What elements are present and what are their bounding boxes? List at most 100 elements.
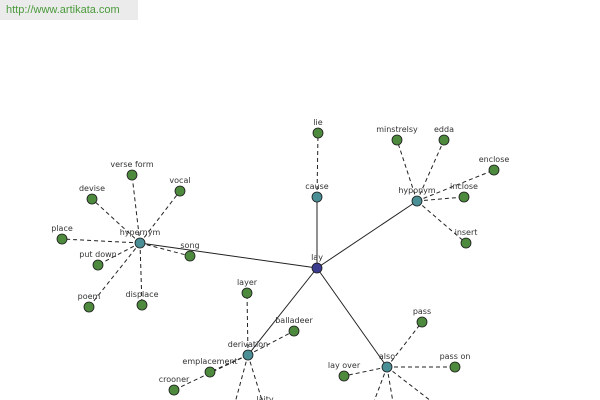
node-layer-label: layer [237,278,258,287]
node-verse-form-dot[interactable] [126,169,138,181]
edge-lay-to-derivation [247,267,318,356]
node-lay-label: lay [311,253,323,262]
node-devise-dot[interactable] [86,193,98,205]
node-poem[interactable]: poem [78,292,101,313]
node-cause-label: cause [305,182,329,191]
node-derivation[interactable]: derivation [228,340,268,361]
node-minstrelsy[interactable]: minstrelsy [376,125,418,146]
edge-hypernym-to-place [61,238,141,244]
node-laity[interactable]: laity [256,395,273,400]
node-also-dot[interactable] [381,361,393,373]
node-vocal[interactable]: vocal [169,176,191,197]
node-insert[interactable]: insert [455,228,478,249]
edge-derivation-to-deriv-offscreen [235,354,249,400]
node-pass-dot[interactable] [416,316,428,328]
node-lay-over-dot[interactable] [338,370,350,382]
node-place[interactable]: place [51,224,73,245]
edge-derivation-to-layer [246,292,249,356]
node-insert-dot[interactable] [460,237,472,249]
node-lay-dot[interactable] [311,262,323,274]
node-enclose-dot[interactable] [488,164,500,176]
edge-lay-to-hypernym [139,242,318,269]
source-url-link[interactable]: http://www.artikata.com [6,4,120,16]
node-lie[interactable]: lie [312,118,324,139]
node-layer: lay cause hyponym hypernym derivation also lie… [51,118,509,400]
node-hyponym-label: hyponym [398,186,436,195]
node-layer[interactable]: layer [237,278,258,299]
node-hyponym-dot[interactable] [411,195,423,207]
node-hypernym-dot[interactable] [134,237,146,249]
node-vocal-dot[interactable] [174,185,186,197]
node-displace-label: displace [126,290,159,299]
node-minstrelsy-dot[interactable] [391,134,403,146]
node-inclose[interactable]: inclose [450,182,478,203]
edge-hyponym-to-insert [416,200,467,244]
edge-also-to-also-offscreen-3 [386,366,431,400]
node-edda[interactable]: edda [434,125,454,146]
node-hyponym[interactable]: hyponym [398,186,436,207]
node-verse-form[interactable]: verse form [110,160,154,181]
node-devise-label: devise [79,184,105,193]
node-also[interactable]: also [379,352,395,373]
edge-derivation-to-laity [247,354,263,400]
node-cause[interactable]: cause [305,182,329,203]
edge-hypernym-to-verse-form [131,174,141,244]
url-banner: http://www.artikata.com [0,0,138,20]
edge-also-to-lay-over [343,366,388,377]
edge-hypernym-to-song [139,242,191,257]
node-put-down[interactable]: put down [79,250,117,271]
node-put-down-dot[interactable] [92,259,104,271]
node-vocal-label: vocal [169,176,190,185]
node-verse-form-label: verse form [110,160,153,169]
node-pass-label: pass [413,307,431,316]
node-displace[interactable]: displace [126,290,159,311]
node-song[interactable]: song [180,241,200,262]
node-laity-label: laity [256,395,273,400]
node-lay-over-label: lay over [328,361,361,370]
node-displace-dot[interactable] [136,299,148,311]
node-pass-on-dot[interactable] [449,361,461,373]
edge-hyponym-to-minstrelsy [396,139,418,202]
edge-also-to-also-offscreen-1 [373,366,388,400]
node-lay-over[interactable]: lay over [328,361,361,382]
edge-derivation-to-balladeer [247,330,295,356]
node-edda-dot[interactable] [438,134,450,146]
node-song-dot[interactable] [184,250,196,262]
node-minstrelsy-label: minstrelsy [376,125,418,134]
node-balladeer-label: balladeer [275,316,313,325]
node-lie-dot[interactable] [312,127,324,139]
node-pass[interactable]: pass [413,307,431,328]
node-pass-on[interactable]: pass on [440,352,471,373]
node-balladeer-dot[interactable] [288,325,300,337]
node-put-down-label: put down [79,250,116,259]
node-inclose-label: inclose [450,182,478,191]
node-hypernym[interactable]: hypernym [120,228,161,249]
edge-hyponym-to-inclose [416,196,465,202]
node-poem-dot[interactable] [83,301,95,313]
node-derivation-dot[interactable] [242,349,254,361]
node-emplacement-dot[interactable] [204,366,216,378]
node-place-dot[interactable] [56,233,68,245]
edge-hypernym-to-devise [91,198,141,244]
edge-hypernym-to-vocal [139,190,181,244]
edge-hypernym-to-put-down [97,242,141,266]
node-balladeer[interactable]: balladeer [275,316,313,337]
node-layer-dot[interactable] [241,287,253,299]
node-crooner[interactable]: crooner [159,375,190,396]
node-crooner-dot[interactable] [168,384,180,396]
node-cause-dot[interactable] [311,191,323,203]
node-devise[interactable]: devise [79,184,105,205]
node-song-label: song [180,241,199,250]
node-insert-label: insert [455,228,478,237]
node-inclose-dot[interactable] [458,191,470,203]
node-lay[interactable]: lay [311,253,323,274]
node-emplacement[interactable]: emplacement [182,357,238,378]
node-enclose[interactable]: enclose [479,155,510,176]
edge-also-to-pass [386,321,423,368]
node-pass-on-label: pass on [440,352,471,361]
node-lie-label: lie [313,118,322,127]
node-derivation-label: derivation [228,340,268,349]
edge-lay-to-hyponym [316,200,418,269]
edge-lay-to-also [316,267,388,368]
